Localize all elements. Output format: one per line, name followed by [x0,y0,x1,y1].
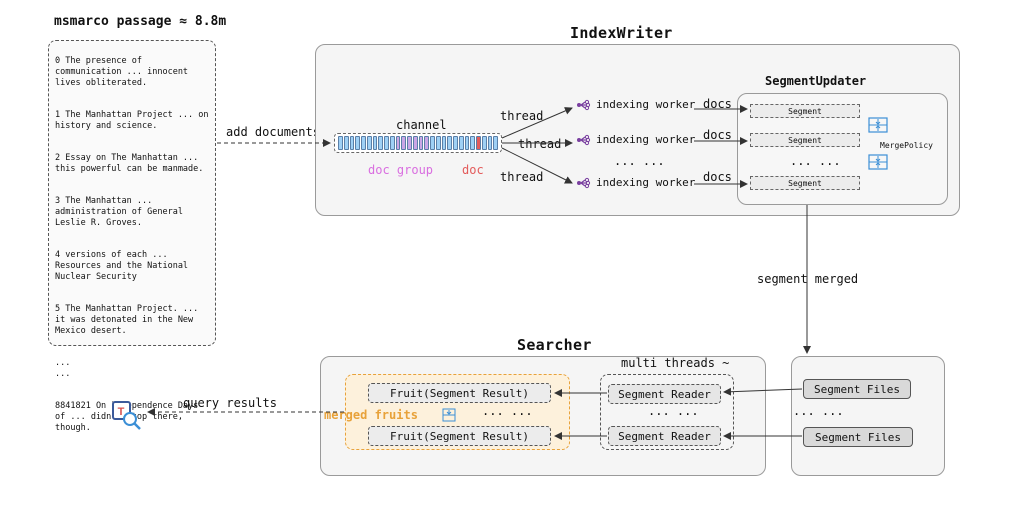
channel-cell [493,136,498,150]
add-documents-label: add documents [226,125,320,139]
thread-label: thread [518,137,562,151]
fruit-segment-result: Fruit(Segment Result) [368,383,551,403]
document-entry: 8841821 On Independence Days of ... didn… [55,401,199,433]
channel-cell [343,136,349,150]
channel-cell [338,136,343,150]
segment-box: Segment [750,133,860,147]
indexing-worker-label: indexing worker [596,98,696,111]
channel-label: channel [396,118,447,132]
indexwriter-title: IndexWriter [570,24,673,42]
channel-queue [334,133,502,153]
channel-cell [430,136,435,150]
indexing-worker-label: indexing worker [596,176,696,189]
channel-cell [424,136,429,150]
thread-label: thread [500,170,544,184]
segment-files-box: Segment Files [803,427,913,447]
segment-reader: Segment Reader [608,384,721,404]
indexing-worker: indexing worker [576,133,695,146]
segment-box: Segment [750,104,860,118]
channel-cell [447,136,452,150]
worker-icon [577,134,591,145]
channel-cell [395,136,401,150]
channel-cell [355,136,360,150]
worker-icon [577,99,591,110]
doc-label: doc [462,163,484,177]
channel-cell [378,136,383,150]
document-ellipsis: ... ... [55,358,71,379]
fruit-segment-result: Fruit(Segment Result) [368,426,551,446]
segment-merged-label: segment merged [757,272,859,286]
channel-cell [458,136,464,150]
channel-cell [453,136,458,150]
channel-cell [361,136,366,150]
indexing-worker: indexing worker [576,98,695,111]
channel-cell [481,136,487,150]
multi-threads-label: multi threads ~ [621,356,730,370]
query-results-label: query results [183,396,277,410]
document-entry: 4 versions of each ... Resources and the… [55,250,189,282]
merge-icon [868,154,888,170]
fruits-ellipsis: ... ... [482,404,533,418]
segment-updater-title: SegmentUpdater [765,74,867,88]
segment-files-box: Segment Files [803,379,911,399]
workers-ellipsis: ... ... [614,154,665,168]
channel-cell [384,136,389,150]
svg-text:T: T [118,406,125,418]
channel-cell [464,136,470,150]
document-entry: 3 The Manhattan ... administration of Ge… [55,196,183,228]
segment-box: Segment [750,176,860,190]
channel-cell [366,136,372,150]
channel-cell [407,136,412,150]
document-entry: 0 The presence of communication ... inno… [55,56,189,88]
document-list: 0 The presence of communication ... inno… [48,40,216,433]
channel-cell [401,136,406,150]
segment-files-panel [791,356,945,476]
document-entry: 5 The Manhattan Project. ... it was deto… [55,304,199,336]
document-entry: 1 The Manhattan Project ... on history a… [55,110,209,131]
merge-icon [868,117,888,133]
worker-icon [577,177,591,188]
segment-reader: Segment Reader [608,426,721,446]
channel-cell [389,136,395,150]
channel-cell [441,136,447,150]
docs-label: docs [703,170,732,184]
merged-fruits-label: merged fruits [324,408,418,422]
readers-ellipsis: ... ... [648,404,699,418]
merge-icon [442,408,456,422]
merge-policy-label: MergePolicy [880,141,933,150]
channel-cell [470,136,475,150]
channel-cell [487,136,493,150]
channel-cell [476,136,481,150]
reader-group [600,374,734,450]
searcher-title: Searcher [517,336,592,354]
channel-cell [372,136,378,150]
indexing-worker-label: indexing worker [596,133,696,146]
segments-ellipsis: ... ... [790,154,841,168]
channel-cell [349,136,355,150]
channel-cell [418,136,424,150]
thread-label: thread [500,109,544,123]
docs-label: docs [703,97,732,111]
files-ellipsis: ... ... [793,404,844,418]
document-entry: 2 Essay on The Manhattan ... this powerf… [55,153,204,174]
dataset-title: msmarco passage ≈ 8.8m [54,14,227,29]
indexing-worker: indexing worker [576,176,695,189]
doc-group-label: doc group [368,163,434,177]
channel-cell [435,136,441,150]
docs-label: docs [703,128,732,142]
channel-cell [412,136,418,150]
search-results-icon: T [112,401,141,430]
